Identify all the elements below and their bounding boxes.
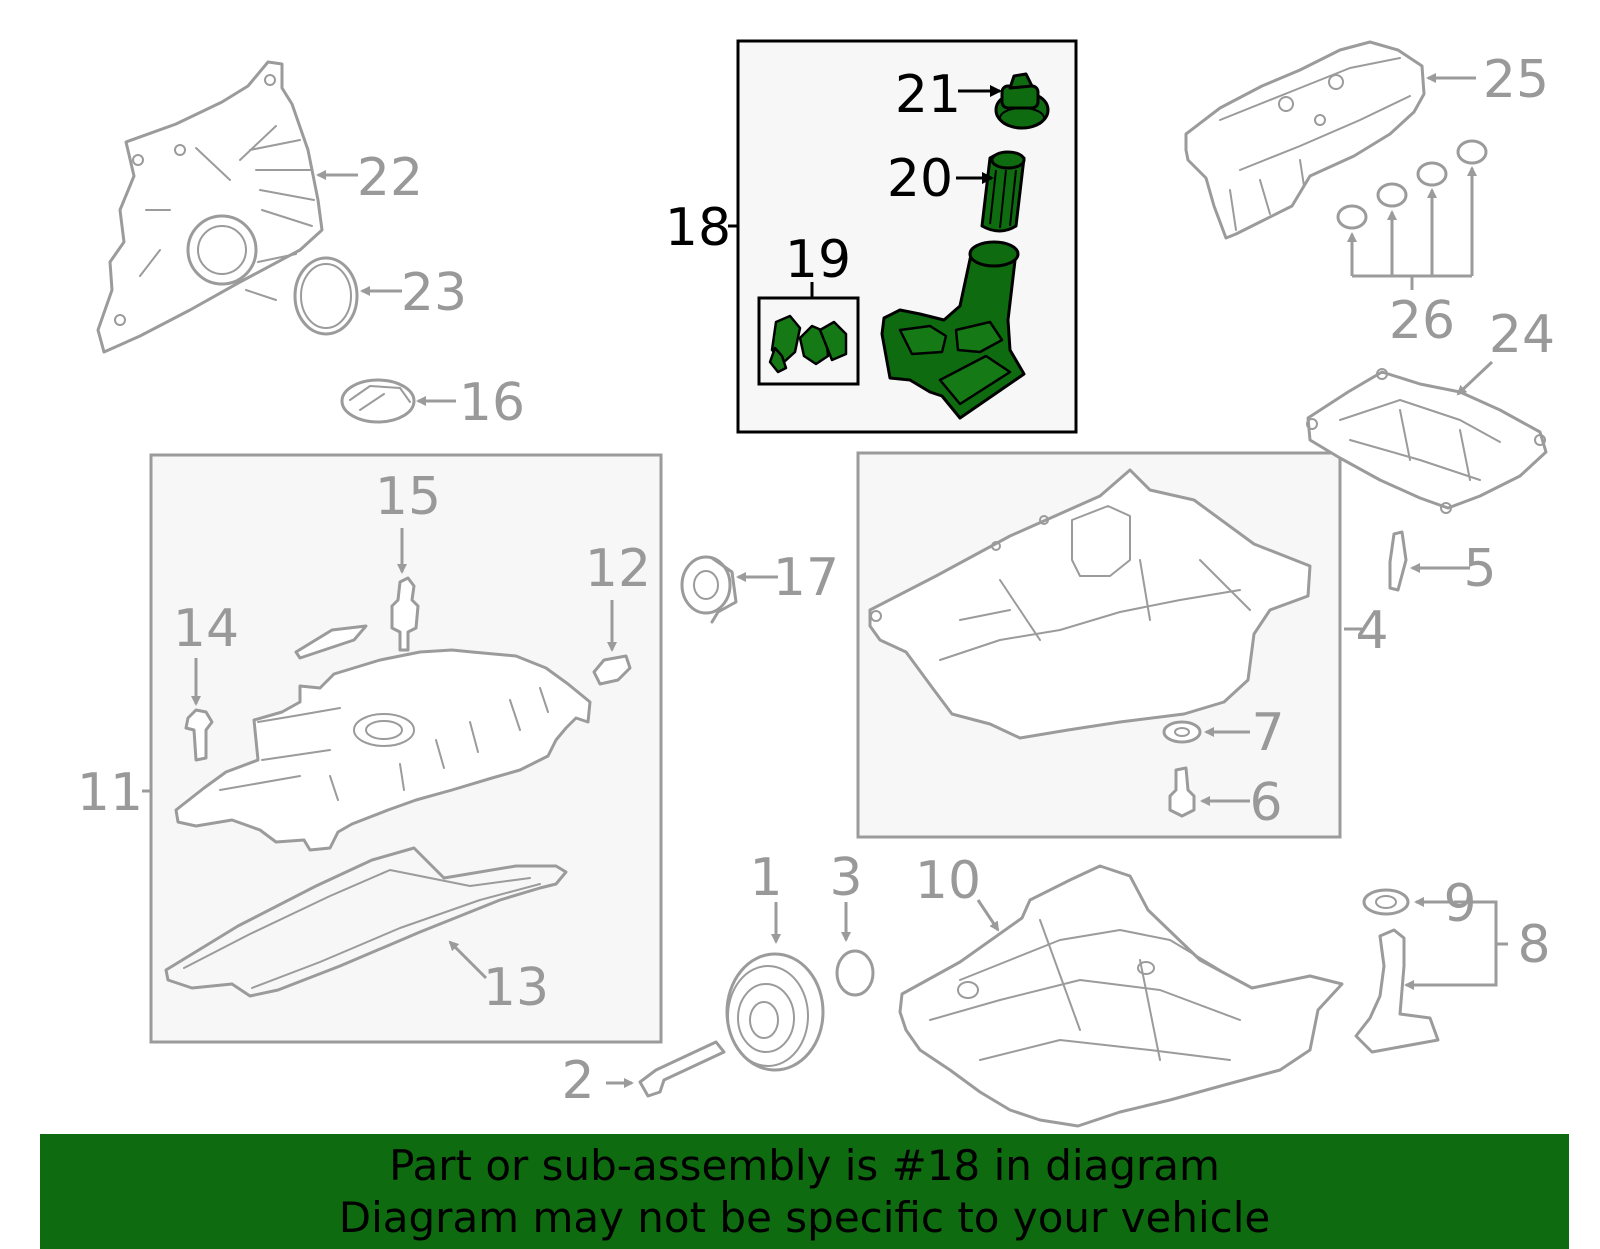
label-1[interactable]: 1 — [749, 848, 782, 908]
label-6[interactable]: 6 — [1249, 773, 1282, 833]
label-7[interactable]: 7 — [1251, 703, 1284, 763]
banner-line-1: Part or sub-assembly is #18 in diagram — [389, 1141, 1220, 1190]
label-8[interactable]: 8 — [1517, 915, 1550, 975]
valve-cover-gasket-13[interactable] — [164, 846, 568, 998]
label-23[interactable]: 23 — [401, 263, 467, 323]
timing-cover-22[interactable] — [96, 60, 324, 354]
intake-manifold-25[interactable] — [1184, 40, 1426, 240]
oil-filter-element-20[interactable] — [980, 150, 1026, 233]
banner-line-2: Diagram may not be specific to your vehi… — [338, 1193, 1271, 1242]
info-banner: Part or sub-assembly is #18 in diagram D… — [40, 1134, 1569, 1249]
label-16[interactable]: 16 — [459, 373, 525, 433]
stud-15[interactable] — [390, 576, 420, 652]
leader-lines — [142, 73, 1508, 1088]
label-15[interactable]: 15 — [375, 467, 441, 527]
gasket-piece — [294, 624, 368, 660]
assembly-box-18[interactable] — [736, 39, 1078, 434]
oil-filler-cap-16[interactable] — [340, 378, 416, 424]
lower-oil-pan-10[interactable] — [898, 864, 1344, 1128]
oil-level-sensor-8[interactable] — [1354, 928, 1440, 1054]
label-18[interactable]: 18 — [665, 198, 731, 258]
oil-filter-housing-18[interactable] — [880, 240, 1026, 420]
label-17[interactable]: 17 — [773, 548, 839, 608]
sensor-17[interactable] — [680, 555, 738, 624]
label-24[interactable]: 24 — [1489, 305, 1555, 365]
clip-12[interactable] — [592, 654, 632, 686]
crankshaft-pulley-1[interactable] — [725, 952, 825, 1072]
bolt-14[interactable] — [184, 708, 214, 762]
label-21[interactable]: 21 — [895, 65, 961, 125]
intake-seals-26[interactable] — [1336, 139, 1488, 230]
seal-3[interactable] — [835, 949, 875, 997]
label-20[interactable]: 20 — [887, 149, 953, 209]
label-3[interactable]: 3 — [829, 848, 862, 908]
label-12[interactable]: 12 — [585, 539, 651, 599]
label-10[interactable]: 10 — [915, 851, 981, 911]
washer-9[interactable] — [1362, 888, 1410, 916]
label-25[interactable]: 25 — [1483, 50, 1549, 110]
label-22[interactable]: 22 — [357, 148, 423, 208]
label-4[interactable]: 4 — [1355, 601, 1388, 661]
valve-cover-11[interactable] — [174, 648, 592, 852]
label-5[interactable]: 5 — [1463, 539, 1496, 599]
label-2[interactable]: 2 — [561, 1051, 594, 1111]
label-26[interactable]: 26 — [1389, 291, 1455, 351]
label-14[interactable]: 14 — [173, 599, 239, 659]
oil-pan-4[interactable] — [868, 468, 1312, 740]
label-9[interactable]: 9 — [1443, 874, 1476, 934]
label-11[interactable]: 11 — [77, 763, 143, 823]
drain-plug-6[interactable] — [1168, 766, 1196, 818]
label-13[interactable]: 13 — [483, 958, 549, 1018]
seal-set-19[interactable] — [768, 314, 848, 374]
washer-7[interactable] — [1162, 720, 1202, 744]
sensor-5[interactable] — [1388, 530, 1408, 592]
bolt-2[interactable] — [638, 1040, 726, 1098]
seal-ring-23[interactable] — [293, 256, 359, 336]
oil-filter-cap-21[interactable] — [994, 72, 1050, 130]
baffle-plate-24[interactable] — [1306, 368, 1548, 514]
label-19[interactable]: 19 — [785, 230, 851, 290]
